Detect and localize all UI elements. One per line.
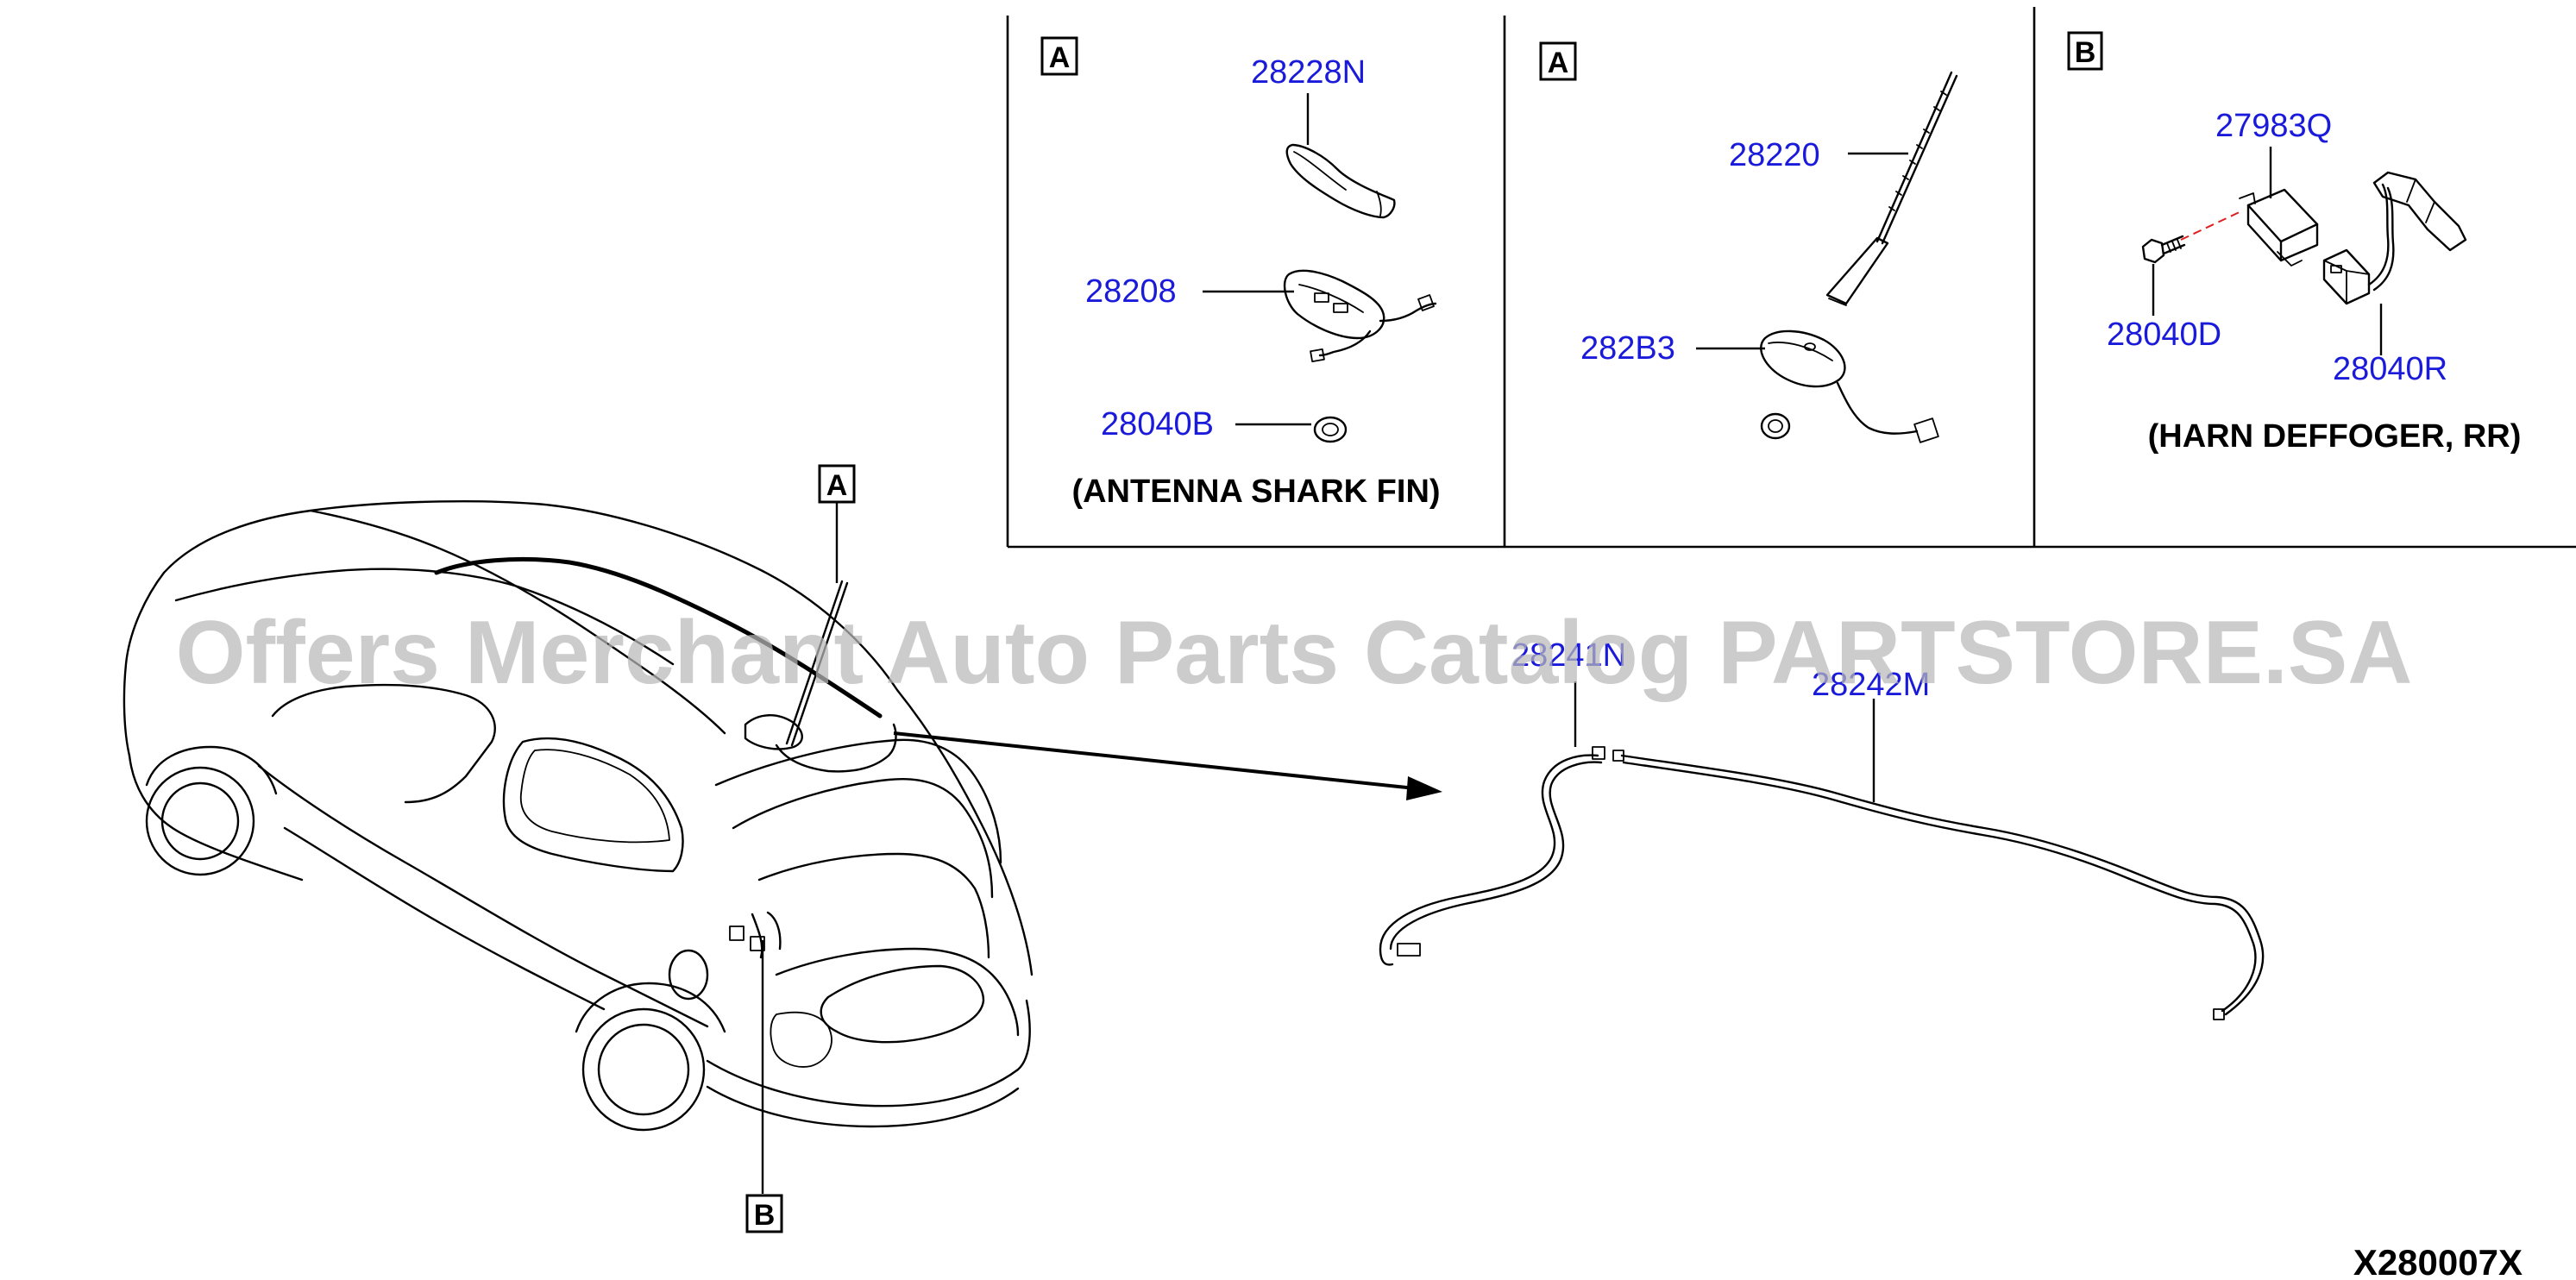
- direction-arrow: [893, 731, 1442, 800]
- part-28220-label: 28220: [1729, 137, 1820, 173]
- antenna-rod-drawing: [1825, 71, 1958, 306]
- shark-fin-cover-drawing: [1285, 143, 1396, 219]
- part-282B3-label: 282B3: [1580, 330, 1675, 367]
- panel-a2-marker: A: [1539, 41, 1577, 81]
- bolt-28040d-drawing: [2141, 235, 2186, 264]
- vehicle-drawing: [123, 499, 1034, 1132]
- part-28040R-label: 28040R: [2333, 351, 2447, 387]
- callout-a-letter: A: [826, 469, 848, 502]
- panel-shark-fin: A 28228N 28208 28040B (A: [1040, 36, 1441, 510]
- marker-b-letter: B: [2075, 36, 2096, 69]
- marker-a-letter: A: [1049, 41, 1071, 74]
- part-28040D-label: 28040D: [2107, 317, 2221, 353]
- panel-b-caption: (HARN DEFFOGER, RR): [2148, 418, 2522, 455]
- panel-a1-caption: (ANTENNA SHARK FIN): [1071, 474, 1440, 510]
- part-28242M-label: 28242M: [1812, 667, 1930, 703]
- antenna-base-drawing: [1283, 269, 1437, 363]
- assembly-centerline: [2180, 210, 2244, 241]
- panel-b-marker: B: [2067, 31, 2103, 71]
- grommet-28040b-drawing: [1313, 416, 1348, 443]
- harness-28242m-drawing: [1612, 750, 2265, 1020]
- part-28228N-label: 28228N: [1251, 54, 1366, 91]
- detail-panels-frame: [1006, 7, 2576, 549]
- part-27983Q-label: 27983Q: [2215, 108, 2332, 144]
- panel-harn-deffoger: B 27983Q 28040D: [2067, 31, 2522, 455]
- antenna-base-282b3-drawing: [1760, 329, 1939, 443]
- diagram-code: X280007X: [2353, 1242, 2523, 1280]
- part-28241N-label: 28241N: [1511, 637, 1626, 674]
- callout-a: A: [818, 464, 856, 583]
- part-28040B-label: 28040B: [1101, 406, 1214, 442]
- harness-28241n-drawing: [1379, 746, 1605, 966]
- callout-b-letter: B: [754, 1199, 776, 1232]
- panel-rod-antenna: A 28220 282B3: [1539, 41, 1958, 443]
- part-28208-label: 28208: [1085, 273, 1177, 310]
- filter-27983q-drawing: [2239, 188, 2319, 267]
- callout-b: B: [745, 940, 783, 1233]
- watermark-text: Offers Merchant Auto Parts Catalog PARTS…: [176, 603, 2413, 703]
- panel-a1-marker: A: [1040, 36, 1078, 76]
- harness-28040r-drawing: [2322, 171, 2467, 305]
- marker-a2-letter: A: [1548, 47, 1569, 79]
